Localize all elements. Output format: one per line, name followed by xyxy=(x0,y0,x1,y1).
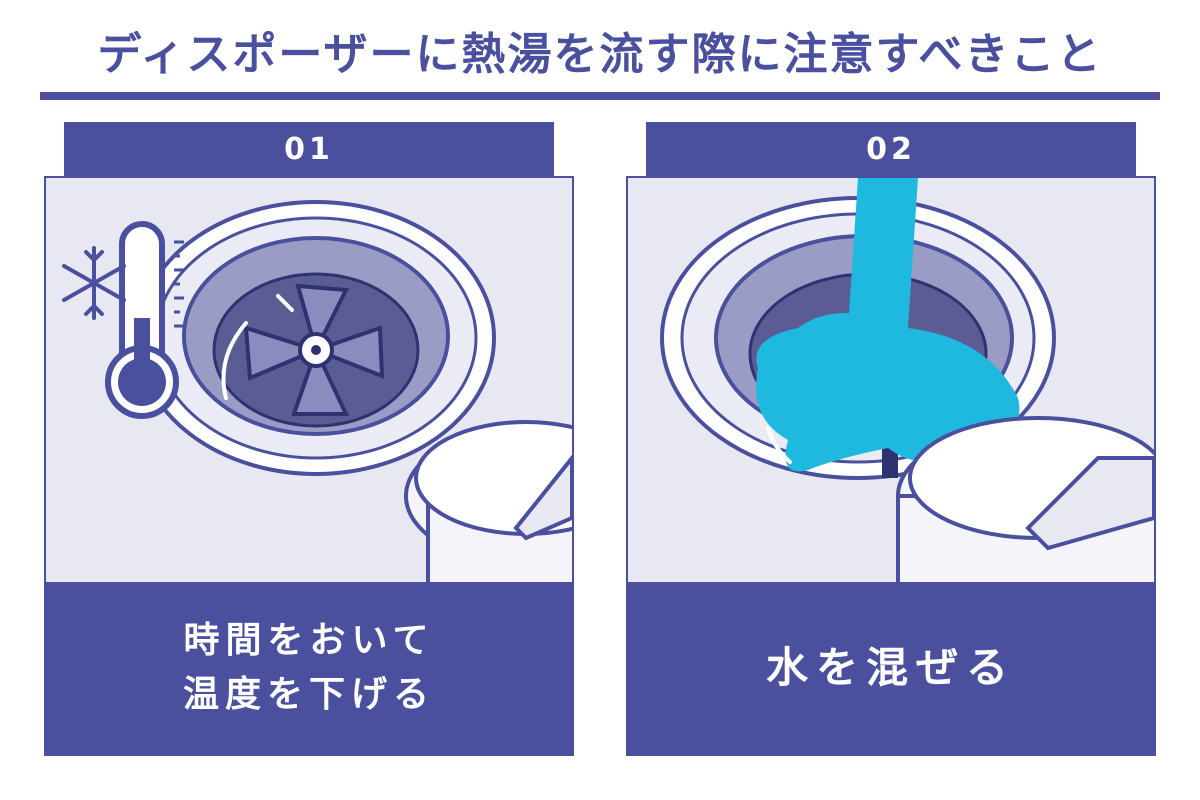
caption-line-2: 温度を下げる xyxy=(182,674,435,715)
disposer-sink-icon xyxy=(46,178,572,582)
snowflake-icon xyxy=(62,246,126,320)
caption-line-1: 水を混ぜる xyxy=(765,643,1016,692)
tip-caption: 時間をおいて 温度を下げる xyxy=(46,582,572,754)
tip-card-1: 01 xyxy=(44,122,574,756)
caption-line-1: 時間をおいて xyxy=(183,620,435,661)
cold-thermometer-icon xyxy=(105,221,184,419)
disposer-sink-icon xyxy=(628,178,1154,582)
tip-card-2: 02 水を混ぜる xyxy=(626,122,1156,756)
tip-panel: 時間をおいて 温度を下げる xyxy=(44,176,574,756)
page-title: ディスポーザーに熱湯を流す際に注意すべきこと xyxy=(97,29,1103,80)
title-underline xyxy=(40,92,1160,100)
tip-number-tab: 02 xyxy=(646,122,1136,176)
tip-panel: 水を混ぜる xyxy=(626,176,1156,756)
tip-caption: 水を混ぜる xyxy=(628,582,1154,754)
tip-number-tab: 01 xyxy=(64,122,554,176)
